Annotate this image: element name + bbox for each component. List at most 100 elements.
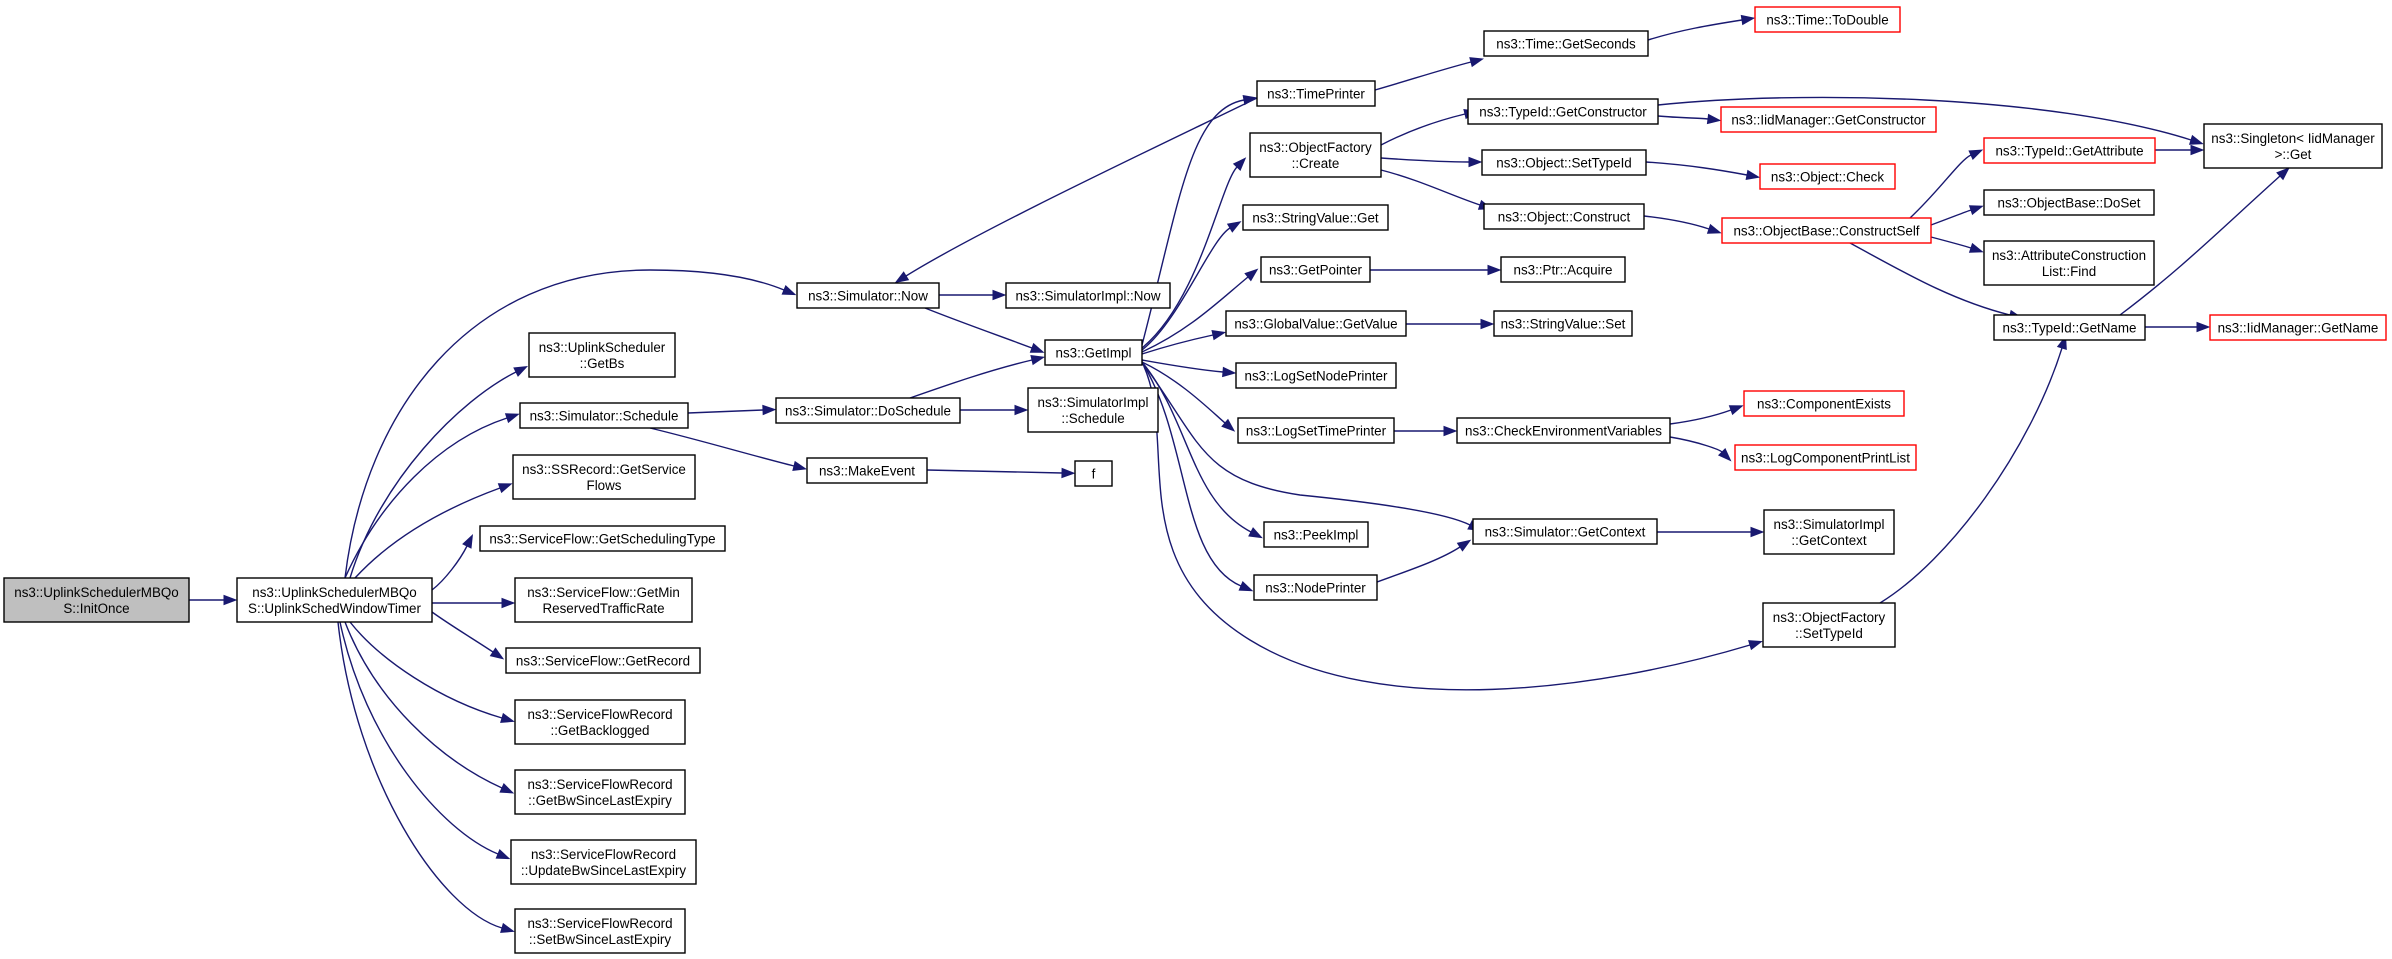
node-ns3-typeid-getconstructor[interactable]: ns3::TypeId::GetConstructor <box>1467 98 1659 125</box>
node-box[interactable] <box>1249 132 1382 178</box>
node-ns3-componentexists[interactable]: ns3::ComponentExists <box>1743 390 1905 417</box>
node-box[interactable] <box>3 577 190 623</box>
node-box[interactable] <box>1763 509 1895 555</box>
node-ns3-objectbase-doset[interactable]: ns3::ObjectBase::DoSet <box>1983 189 2155 216</box>
node-ns3-uplinkschedulermbqo-s-uplinkschedwindowtimer[interactable]: ns3::UplinkSchedulerMBQoS::UplinkSchedWi… <box>236 577 433 623</box>
node-box[interactable] <box>1483 203 1645 230</box>
node-ns3-iidmanager-getconstructor[interactable]: ns3::IidManager::GetConstructor <box>1720 106 1937 133</box>
node-ns3-logcomponentprintlist[interactable]: ns3::LogComponentPrintList <box>1734 444 1917 471</box>
node-box[interactable] <box>1472 518 1658 545</box>
node-ns3-simulatorimpl-now[interactable]: ns3::SimulatorImpl::Now <box>1005 282 1171 309</box>
node-ns3-serviceflowrecord-updatebwsincelastexpiry[interactable]: ns3::ServiceFlowRecord::UpdateBwSinceLas… <box>510 839 697 885</box>
node-ns3-object-settypeid[interactable]: ns3::Object::SetTypeId <box>1481 149 1647 176</box>
node-box[interactable] <box>1237 417 1395 444</box>
node-box[interactable] <box>514 769 686 815</box>
node-ns3-objectfactory-create[interactable]: ns3::ObjectFactory::Create <box>1249 132 1382 178</box>
node-box[interactable] <box>1500 256 1626 283</box>
node-box[interactable] <box>1483 30 1649 57</box>
node-ns3-stringvalue-get[interactable]: ns3::StringValue::Get <box>1242 204 1389 231</box>
node-ns3-time-todouble[interactable]: ns3::Time::ToDouble <box>1754 6 1901 33</box>
node-ns3-simulatorimpl-schedule[interactable]: ns3::SimulatorImpl::Schedule <box>1027 387 1159 433</box>
node-box[interactable] <box>510 839 697 885</box>
node-ns3-checkenvironmentvariables[interactable]: ns3::CheckEnvironmentVariables <box>1456 417 1671 444</box>
node-ns3-typeid-getattribute[interactable]: ns3::TypeId::GetAttribute <box>1983 137 2156 164</box>
node-box[interactable] <box>1762 602 1896 648</box>
node-box[interactable] <box>1456 417 1671 444</box>
node-ns3-serviceflowrecord-getbwsincelastexpiry[interactable]: ns3::ServiceFlowRecord::GetBwSinceLastEx… <box>514 769 686 815</box>
node-ns3-simulator-doschedule[interactable]: ns3::Simulator::DoSchedule <box>775 397 961 424</box>
node-box[interactable] <box>519 402 689 429</box>
node-ns3-makeevent[interactable]: ns3::MakeEvent <box>806 457 928 484</box>
node-ns3-serviceflowrecord-setbwsincelastexpiry[interactable]: ns3::ServiceFlowRecord::SetBwSinceLastEx… <box>514 908 686 954</box>
node-ns3-getimpl[interactable]: ns3::GetImpl <box>1044 339 1143 366</box>
node-box[interactable] <box>1242 204 1389 231</box>
node-ns3-getpointer[interactable]: ns3::GetPointer <box>1260 256 1371 283</box>
node-ns3-serviceflowrecord-getbacklogged[interactable]: ns3::ServiceFlowRecord::GetBacklogged <box>514 699 686 745</box>
node-ns3-serviceflow-getrecord[interactable]: ns3::ServiceFlow::GetRecord <box>505 647 701 674</box>
node-ns3-object-check[interactable]: ns3::Object::Check <box>1759 163 1896 190</box>
node-box[interactable] <box>479 525 726 552</box>
node-ns3-simulator-getcontext[interactable]: ns3::Simulator::GetContext <box>1472 518 1658 545</box>
node-box[interactable] <box>1983 189 2155 216</box>
node-box[interactable] <box>505 647 701 674</box>
node-box[interactable] <box>1074 460 1113 487</box>
node-box[interactable] <box>1720 106 1937 133</box>
node-box[interactable] <box>1754 6 1901 33</box>
node-ns3-ptr-acquire[interactable]: ns3::Ptr::Acquire <box>1500 256 1626 283</box>
node-ns3-timeprinter[interactable]: ns3::TimePrinter <box>1256 80 1376 107</box>
node-box[interactable] <box>236 577 433 623</box>
node-box[interactable] <box>1256 80 1376 107</box>
node-box[interactable] <box>775 397 961 424</box>
node-box[interactable] <box>1263 521 1369 548</box>
node-ns3-objectbase-constructself[interactable]: ns3::ObjectBase::ConstructSelf <box>1721 217 1932 244</box>
node-box[interactable] <box>1225 310 1407 337</box>
node-ns3-typeid-getname[interactable]: ns3::TypeId::GetName <box>1993 314 2146 341</box>
node-ns3-simulatorimpl-getcontext[interactable]: ns3::SimulatorImpl::GetContext <box>1763 509 1895 555</box>
node-box[interactable] <box>514 699 686 745</box>
node-ns3-simulator-schedule[interactable]: ns3::Simulator::Schedule <box>519 402 689 429</box>
node-box[interactable] <box>514 908 686 954</box>
node-ns3-globalvalue-getvalue[interactable]: ns3::GlobalValue::GetValue <box>1225 310 1407 337</box>
node-ns3-peekimpl[interactable]: ns3::PeekImpl <box>1263 521 1369 548</box>
node-box[interactable] <box>1734 444 1917 471</box>
node-ns3-nodeprinter[interactable]: ns3::NodePrinter <box>1253 574 1378 601</box>
node-ns3-stringvalue-set[interactable]: ns3::StringValue::Set <box>1493 310 1633 337</box>
node-box[interactable] <box>1721 217 1932 244</box>
node-box[interactable] <box>796 282 940 309</box>
node-box[interactable] <box>1743 390 1905 417</box>
node-box[interactable] <box>528 332 676 378</box>
node-ns3-iidmanager-getname[interactable]: ns3::IidManager::GetName <box>2209 314 2387 341</box>
node-ns3-time-getseconds[interactable]: ns3::Time::GetSeconds <box>1483 30 1649 57</box>
node-ns3-logsetnodeprinter[interactable]: ns3::LogSetNodePrinter <box>1235 362 1397 389</box>
node-box[interactable] <box>1467 98 1659 125</box>
node-box[interactable] <box>512 454 696 500</box>
node-box[interactable] <box>514 577 693 623</box>
node-box[interactable] <box>1027 387 1159 433</box>
node-box[interactable] <box>1983 137 2156 164</box>
node-box[interactable] <box>806 457 928 484</box>
node-box[interactable] <box>1481 149 1647 176</box>
node-ns3-simulator-now[interactable]: ns3::Simulator::Now <box>796 282 940 309</box>
node-box[interactable] <box>1235 362 1397 389</box>
node-box[interactable] <box>1993 314 2146 341</box>
node-box[interactable] <box>2203 123 2383 169</box>
node-box[interactable] <box>1005 282 1171 309</box>
node-ns3-singleton-iidmanager-get[interactable]: ns3::Singleton< IidManager >::Get <box>2203 123 2383 169</box>
node-box[interactable] <box>1493 310 1633 337</box>
node-ns3-objectfactory-settypeid[interactable]: ns3::ObjectFactory::SetTypeId <box>1762 602 1896 648</box>
node-box[interactable] <box>1759 163 1896 190</box>
node-box[interactable] <box>2209 314 2387 341</box>
node-ns3-serviceflow-getmin-reservedtrafficrate[interactable]: ns3::ServiceFlow::GetMinReservedTrafficR… <box>514 577 693 623</box>
node-f[interactable]: f <box>1074 460 1113 487</box>
node-ns3-logsettimeprinter[interactable]: ns3::LogSetTimePrinter <box>1237 417 1395 444</box>
node-ns3-serviceflow-getschedulingtype[interactable]: ns3::ServiceFlow::GetSchedulingType <box>479 525 726 552</box>
node-box[interactable] <box>1983 240 2155 286</box>
node-box[interactable] <box>1260 256 1371 283</box>
node-ns3-uplinkscheduler-getbs[interactable]: ns3::UplinkScheduler::GetBs <box>528 332 676 378</box>
node-ns3-object-construct[interactable]: ns3::Object::Construct <box>1483 203 1645 230</box>
node-box[interactable] <box>1253 574 1378 601</box>
node-box[interactable] <box>1044 339 1143 366</box>
